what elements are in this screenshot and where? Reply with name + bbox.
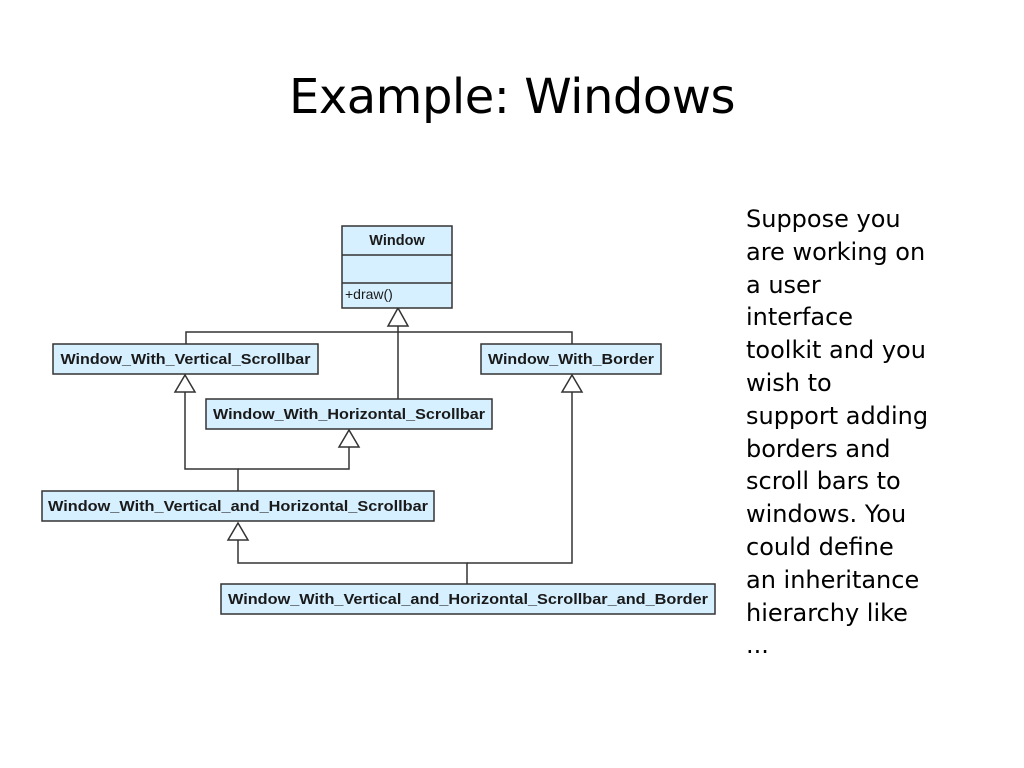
slide-title: Example: Windows	[289, 69, 735, 125]
class-vertical-horizontal-scrollbar: Window_With_Vertical_and_Horizontal_Scro…	[41, 490, 435, 522]
arrowhead-border	[560, 373, 584, 393]
slide-body-text: Suppose you are working on a user interf…	[746, 205, 929, 660]
class-window-box	[341, 225, 453, 309]
class-horizontal-scrollbar-box	[205, 398, 493, 430]
connector-verthoriz-to-horizontal	[238, 447, 350, 470]
class-horizontal-scrollbar-name: Window_With_Horizontal_Scrollbar	[213, 407, 485, 423]
class-vertical-horizontal-scrollbar-border-name: Window_With_Vertical_and_Horizontal_Scro…	[228, 592, 708, 608]
connector-vertical-to-window	[185, 331, 573, 346]
inheritance-connectors	[184, 326, 573, 584]
class-window-name: Window	[369, 233, 425, 249]
class-window-method: +draw()	[345, 286, 393, 302]
class-vertical-scrollbar-name: Window_With_Vertical_Scrollbar	[61, 352, 311, 368]
class-window: Window +draw()	[341, 225, 453, 309]
class-vertical-scrollbar: Window_With_Vertical_Scrollbar	[52, 343, 319, 375]
class-vertical-scrollbar-box	[52, 343, 319, 375]
connector-border-child-to-verthoriz	[237, 540, 468, 584]
class-vertical-horizontal-scrollbar-box	[41, 490, 435, 522]
class-vertical-horizontal-scrollbar-name: Window_With_Vertical_and_Horizontal_Scro…	[48, 499, 428, 515]
connector-verthoriz-to-vertical	[184, 392, 239, 493]
generalization-arrowheads	[173, 306, 584, 541]
arrowhead-vertical	[173, 373, 197, 393]
connector-border-child-to-border	[467, 392, 573, 564]
class-vertical-horizontal-scrollbar-border: Window_With_Vertical_and_Horizontal_Scro…	[220, 583, 716, 615]
class-border-name: Window_With_Border	[488, 352, 654, 368]
class-border: Window_With_Border	[480, 343, 662, 375]
arrowhead-window	[386, 306, 410, 327]
class-horizontal-scrollbar: Window_With_Horizontal_Scrollbar	[205, 398, 493, 430]
class-border-box	[480, 343, 662, 375]
class-vertical-horizontal-scrollbar-border-box	[220, 583, 716, 615]
arrowhead-horizontal	[337, 428, 361, 448]
arrowhead-verthoriz	[226, 521, 250, 541]
